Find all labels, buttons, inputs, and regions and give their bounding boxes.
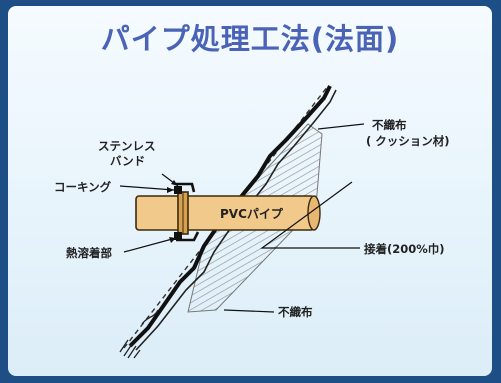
caulking-bead <box>174 186 182 194</box>
ground-texture <box>119 309 159 359</box>
label-pvc-pipe: PVCパイプ <box>220 207 283 221</box>
label-stainless-band-line1: ステンレス <box>98 139 156 153</box>
slide-panel: パイプ処理工法(法面) <box>8 6 492 376</box>
leader-arrowheads <box>167 180 178 243</box>
leader-lines <box>119 123 365 313</box>
label-heat-weld: 熱溶着部 <box>66 246 112 260</box>
label-caulking: コーキング <box>54 180 112 194</box>
heat-weld-boot <box>176 182 200 242</box>
slide-title: パイプ処理工法(法面) <box>100 22 400 56</box>
label-stainless-band-line2: バンド <box>110 154 146 168</box>
label-nonwoven-top-line2: ( クッション材) <box>366 134 450 148</box>
label-nonwoven-top-line1: 不織布 <box>372 118 407 132</box>
label-nonwoven-bottom: 不織布 <box>278 305 313 319</box>
label-adhesive: 接着(200%巾) <box>364 242 445 256</box>
caulking-bead-lower <box>174 232 182 240</box>
pipe-treatment-diagram <box>119 85 365 359</box>
pipe-end-cap <box>307 195 321 231</box>
